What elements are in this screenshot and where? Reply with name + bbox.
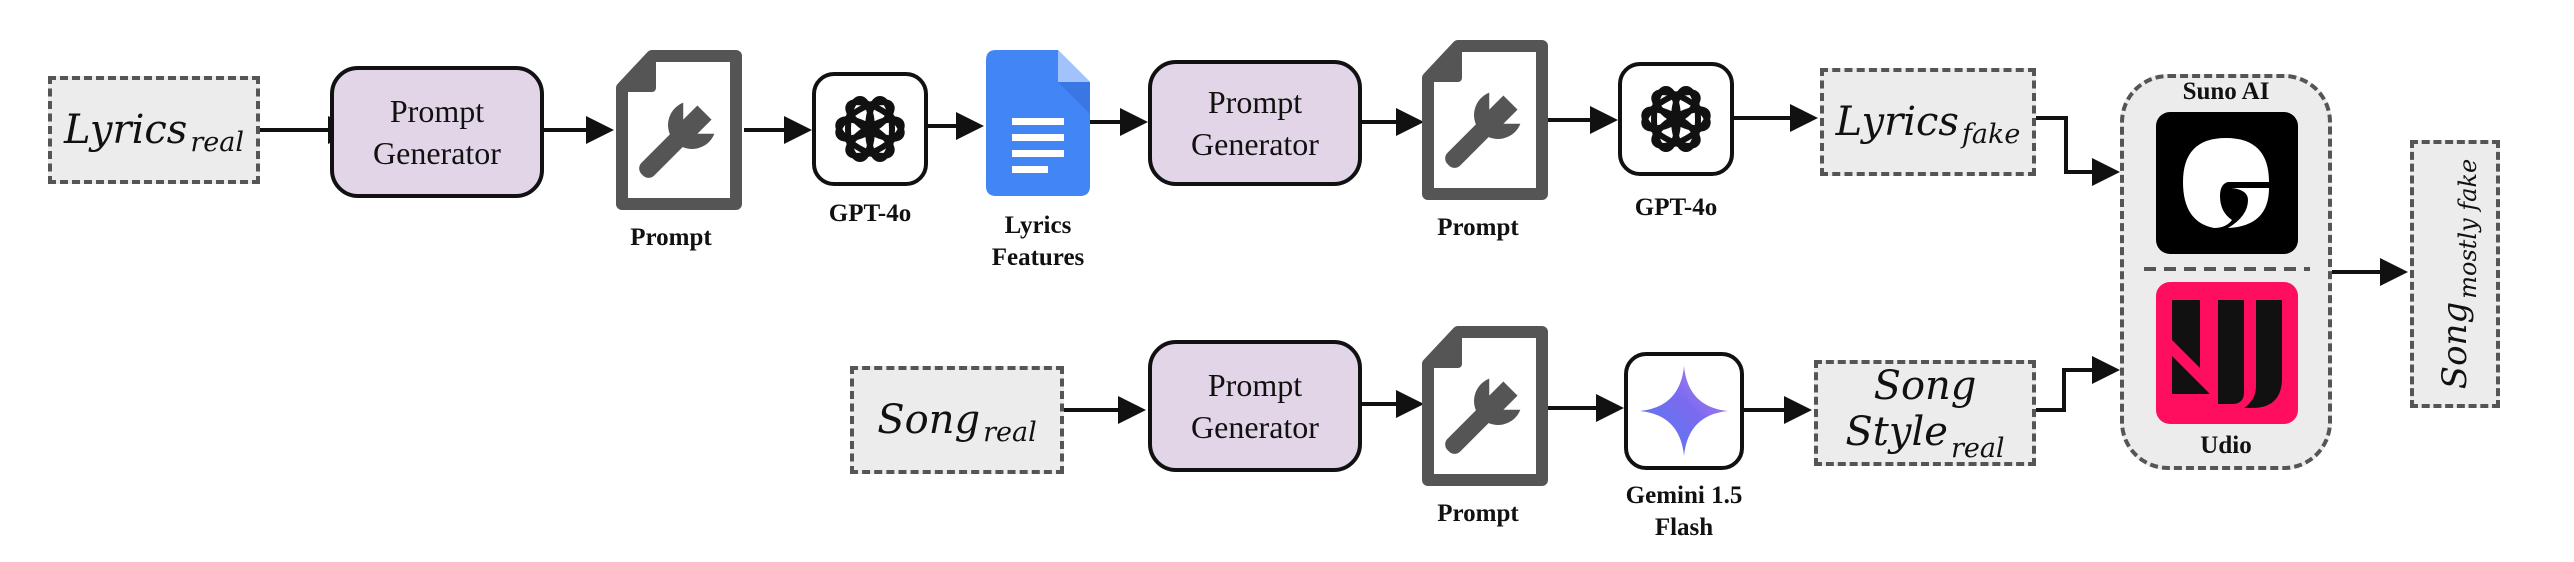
lyrics-features-line2: Features: [991, 244, 1085, 271]
prompt-generator-1-line2: Generator: [373, 135, 501, 171]
gpt4o-caption-1: GPT-4o: [828, 200, 912, 227]
song-style-line1: Song: [1873, 363, 1977, 409]
lyrics-fake-label: Lyrics: [1835, 99, 1959, 145]
prompt-caption-1: Prompt: [630, 224, 712, 251]
openai-logo-icon: [1618, 62, 1734, 176]
prompt-document-wrench-icon: [1422, 326, 1548, 486]
arrow-lyrics-fake-to-generators: [2036, 116, 2092, 174]
prompt-generator-3: Prompt Generator: [1148, 340, 1362, 472]
song-real-label: Song: [877, 397, 981, 443]
gemini-caption-line2: Flash: [1654, 514, 1714, 541]
group-divider: [2144, 267, 2310, 271]
lyrics-features-caption: Lyrics Features: [992, 210, 1085, 274]
prompt-caption-2: Prompt: [1437, 214, 1519, 241]
prompt-generator-2: Prompt Generator: [1148, 60, 1362, 186]
song-real-subscript: real: [983, 416, 1037, 448]
openai-logo-icon: [812, 72, 928, 186]
prompt-document-wrench-icon: [1422, 40, 1548, 200]
song-mostly-fake-subscript: mostly fake: [2454, 158, 2482, 299]
prompt-caption-3: Prompt: [1437, 500, 1519, 527]
prompt-generator-2-line2: Generator: [1191, 126, 1319, 162]
prompt-generator-3-line1: Prompt: [1207, 367, 1303, 403]
prompt-generator-2-line1: Prompt: [1207, 84, 1303, 120]
song-mostly-fake-label: Song: [2435, 301, 2475, 390]
prompt-generator-3-line2: Generator: [1191, 409, 1319, 445]
arrow-style-to-generators: [2036, 368, 2092, 412]
prompt-generator-1-line1: Prompt: [389, 93, 485, 129]
udio-label: Udio: [2200, 432, 2252, 459]
song-mostly-fake-box: Songmostly fake: [2410, 140, 2500, 408]
lyrics-features-line1: Lyrics: [1004, 212, 1072, 239]
song-style-subscript: real: [1950, 433, 2005, 464]
lyrics-real-label: Lyrics: [64, 107, 188, 153]
suno-label: Suno AI: [2182, 78, 2270, 105]
gemini-sparkle-icon: [1624, 352, 1744, 470]
prompt-generator-1: Prompt Generator: [330, 66, 544, 198]
gemini-caption: Gemini 1.5 Flash: [1626, 480, 1743, 544]
gemini-caption-line1: Gemini 1.5: [1625, 482, 1743, 509]
song-mostly-fake-text: Songmostly fake: [2435, 159, 2482, 390]
lyrics-fake-subscript: fake: [1961, 118, 2021, 150]
udio-logo-icon: [2156, 282, 2298, 424]
gpt4o-caption-2: GPT-4o: [1634, 194, 1718, 221]
suno-logo-icon: [2156, 112, 2298, 254]
song-style-line2: Style: [1845, 409, 1948, 455]
prompt-document-wrench-icon: [616, 50, 742, 210]
google-docs-icon: [986, 50, 1090, 196]
lyrics-real-subscript: real: [190, 126, 244, 158]
